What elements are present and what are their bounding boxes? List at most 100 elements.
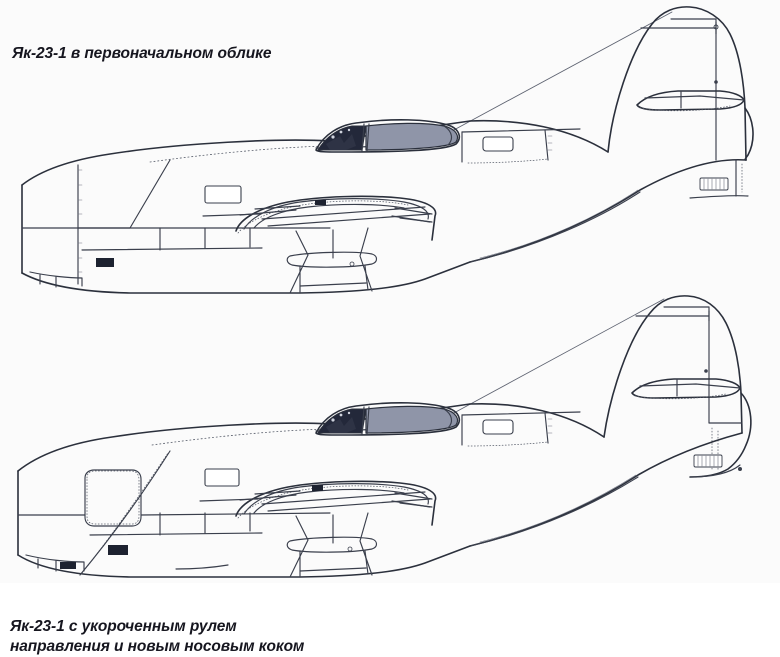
caption-bottom: Як-23-1 с укороченным рулем направления … (10, 618, 305, 655)
fin-tip-panel (663, 306, 710, 322)
wing-root-fairing-inner1 (243, 483, 429, 515)
rear-fuselage-lower-outline (469, 158, 747, 263)
lower-fuselage-marking (96, 258, 114, 267)
fin-tip-panel (670, 18, 717, 35)
rear-fuselage-lower-outline (469, 432, 743, 547)
horizontal-stabilizer-outline (636, 90, 745, 111)
vertical-fin-outline (603, 295, 743, 438)
wing-upper-marking (312, 485, 323, 491)
dorsal-access-panel (482, 419, 514, 435)
fuselage-upper-outline (21, 120, 471, 186)
windscreen-reflection (326, 417, 356, 433)
windscreen-highlight-3 (347, 411, 351, 415)
fin-fastener-icon (704, 369, 708, 373)
dorsal-frame-ticks (547, 418, 553, 434)
fuselage-spine-upper (469, 402, 605, 438)
tail-vent-slats (697, 455, 719, 467)
fin-fastener-upper-icon (713, 24, 719, 30)
horizontal-stabilizer-outline (631, 378, 741, 399)
canopy-outline (315, 402, 461, 436)
nose-panel-diagonal (77, 159, 171, 229)
gear-bay-left-edge (289, 230, 309, 294)
tail-fastener-icon (738, 467, 742, 471)
canopy-rear-frame (443, 408, 453, 429)
canopy-front-frame (361, 406, 370, 435)
aircraft-drawing-bottom-svg (17, 295, 752, 578)
main-wheel-outline (286, 251, 378, 268)
access-panel-mid (204, 185, 242, 204)
windscreen-highlight-1 (331, 418, 335, 422)
canopy-glass (365, 405, 459, 434)
gear-bay-right-edge (359, 227, 373, 292)
vertical-fin-outline (607, 6, 747, 161)
aircraft-drawing-top-svg (21, 6, 754, 294)
tail-bottom-line (689, 464, 741, 478)
antenna-wire-icon (451, 298, 665, 415)
dorsal-access-panel (482, 136, 514, 152)
wing-root-fairing-inner1 (243, 198, 429, 230)
rear-longeron-line-2 (479, 474, 637, 543)
gear-door-lines (299, 265, 369, 293)
wing-tip-bar-right (399, 217, 433, 223)
lower-panel-ticks (159, 227, 251, 251)
fuselage-lower-outline (21, 261, 471, 294)
rear-longeron-line (469, 476, 639, 547)
wing-fairing-rivet-line (237, 200, 409, 234)
fuselage-spine-upper (469, 119, 609, 153)
upper-fuselage-rivet-line (151, 428, 336, 446)
gear-bay-left-edge (289, 515, 309, 578)
aircraft-profile-top: Як-23-1 в первоначальном облике (0, 0, 780, 300)
canopy-outline (315, 119, 461, 153)
rear-longeron-line-2 (479, 189, 639, 259)
lower-fuselage-detail (175, 564, 229, 570)
wing-chord-line-1 (267, 213, 431, 227)
tail-vent-slats (703, 178, 725, 190)
nose-frame-ticks (77, 169, 83, 273)
tail-cone-outline (744, 107, 754, 161)
fuselage-datum-line (140, 512, 331, 516)
nose-gear-door-lines (37, 558, 57, 572)
windscreen-reflection (326, 134, 356, 150)
gear-bay-bottom-line (299, 282, 367, 287)
lower-panel-ticks (159, 512, 251, 536)
dorsal-panel-top (461, 411, 581, 416)
stabilizer-rivet-line (639, 105, 731, 112)
wing-chord-line-1 (267, 498, 431, 512)
windscreen-highlight-2 (339, 130, 343, 134)
nose-lower-marking (60, 562, 76, 569)
access-panel-mid (204, 468, 240, 487)
nose-gear-door-lines (39, 274, 57, 288)
nose-cone-joint-line (79, 450, 171, 576)
wing-fairing-rivet-line (237, 485, 409, 519)
antenna-wire-icon (451, 11, 673, 132)
canopy-rear-frame (443, 125, 453, 146)
dorsal-panel-top (461, 128, 581, 133)
dorsal-rivet-line (467, 441, 549, 447)
gear-bay-right-edge (359, 512, 373, 576)
dorsal-frame-ticks (547, 135, 553, 151)
main-wheel-outline (286, 536, 378, 553)
gear-pivot-icon (349, 261, 355, 267)
stabilizer-panel-line (644, 95, 745, 101)
windscreen-highlight-3 (347, 128, 351, 132)
gear-pivot-icon (347, 546, 353, 552)
gear-bay-bottom-line (299, 567, 367, 572)
aircraft-profile-bottom: Як-23-1 с укороченным рулем направления … (0, 283, 780, 655)
canopy-glass (365, 122, 459, 151)
gear-door-lines (299, 550, 369, 577)
nose-cone-access-panel (84, 469, 142, 527)
wing-tip-bar-left (202, 213, 261, 217)
tail-bottom-line (689, 195, 749, 199)
caption-top: Як-23-1 в первоначальном облике (12, 45, 272, 62)
lower-fuselage-panel-line (89, 532, 263, 536)
canopy-front-frame (361, 123, 370, 152)
dorsal-rivet-line (467, 158, 549, 164)
wing-tip-bar-left (199, 498, 259, 502)
stabilizer-panel-line (639, 383, 741, 389)
windscreen-highlight-2 (339, 413, 343, 417)
dorsal-panel-rear (544, 412, 549, 444)
nose-gear-door-outline (29, 271, 83, 287)
fuselage-lower-outline (17, 545, 471, 578)
nose-cone-panel-rivets (86, 470, 140, 525)
